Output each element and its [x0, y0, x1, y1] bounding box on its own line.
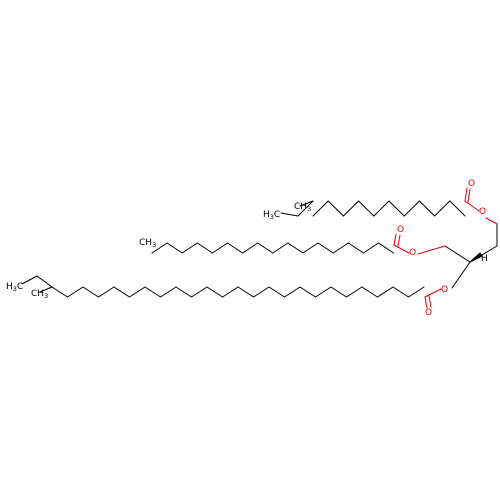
top-chain-3: [358, 200, 375, 217]
atom-methyl-mid: CH3: [139, 238, 156, 249]
atom-o-ester-top: O: [479, 207, 486, 217]
bond-o-top-to-ch2: [485, 217, 498, 225]
top-chain-8: [434, 200, 451, 217]
top-chain-7: [418, 200, 436, 217]
terminal-top-h: H: [263, 210, 270, 220]
bottom-chain-10: [206, 286, 223, 298]
methyl-top-sub: 3: [307, 205, 311, 213]
bottom-chain-8: [175, 286, 192, 298]
bond-bottom-o-to-carbonyl: [424, 288, 442, 298]
top-chain-2: [342, 200, 360, 217]
atom-o-ester-mid: O: [409, 248, 416, 258]
methyl-top-ch: CH: [294, 202, 307, 212]
atom-o-ester-bottom: O: [441, 285, 448, 295]
bottom-chain-9: [191, 286, 208, 298]
bottom-chain-0: [51, 286, 68, 298]
mid-chain-0: [151, 242, 168, 254]
bottom-chain-6: [144, 286, 161, 298]
atom-o-carbonyl-mid: O: [397, 225, 404, 235]
mid-chain-1: [166, 242, 183, 254]
bottom-chain-12: [237, 286, 254, 298]
bond-bottom-c-eq-o-b: [428, 295, 432, 308]
stereo-wedge: [469, 252, 483, 263]
bond-top-branch-methyl: [299, 200, 314, 207]
atom-o-carbonyl-bottom: O: [425, 308, 432, 318]
mid-chain-8: [272, 242, 289, 254]
mid-chain-14: [362, 242, 379, 254]
mid-chain-3: [196, 242, 213, 254]
mid-chain-9: [287, 242, 304, 254]
bond-mid-c-eq-o-a: [393, 233, 397, 246]
mid-chain-5: [227, 242, 244, 254]
terminal-bottom-h: H: [6, 282, 13, 292]
atom-methyl-top: CH3: [294, 202, 311, 213]
bottom-chain-14: [268, 286, 285, 298]
methyl-bottom-ch: CH: [31, 289, 44, 299]
mid-chain-11: [317, 242, 334, 254]
top-chain-5: [388, 200, 405, 217]
mid-chain-6: [242, 242, 259, 254]
terminal-top-sub: 3: [270, 213, 274, 221]
bond-bottom-branch-methyl: [39, 286, 53, 293]
bottom-chain-22: [392, 286, 409, 298]
top-chain-6: [403, 200, 420, 217]
bottom-chain-13: [253, 286, 270, 298]
bond-top-branch-ethyl: [297, 200, 314, 217]
top-chain-4: [373, 200, 390, 217]
bottom-chain-17: [315, 286, 332, 298]
atom-methyl-bottom: CH3: [31, 289, 48, 300]
bottom-chain-23: [408, 286, 425, 298]
atom-terminal-top: H3C: [263, 210, 280, 221]
bottom-chain-16: [299, 286, 316, 298]
methyl-mid-ch: CH: [139, 238, 152, 248]
bottom-chain-3: [98, 286, 115, 298]
bottom-chain-15: [284, 286, 301, 298]
atom-o-carbonyl-top: O: [468, 179, 475, 189]
bond-mid-o-to-carbonyl: [393, 244, 410, 254]
bottom-chain-4: [113, 286, 130, 298]
bond-top-c-eq-o-a: [464, 187, 468, 202]
top-chain-9: [449, 200, 466, 217]
atom-terminal-bottom: H3C: [6, 282, 23, 293]
top-chain-1: [327, 200, 344, 217]
bond-bottom-branch-ethyl: [36, 275, 53, 288]
bond-ch-to-ch2-mid: [444, 245, 471, 263]
bottom-chain-20: [361, 286, 378, 298]
bond-bottom-c-eq-o-a: [424, 296, 428, 309]
methyl-mid-sub: 3: [152, 241, 156, 249]
terminal-top-c: C: [274, 210, 280, 220]
top-chain-0: [312, 200, 329, 217]
bottom-chain-11: [222, 286, 239, 298]
mid-chain-7: [257, 242, 274, 254]
bond-ch2-mid-to-o: [417, 245, 446, 255]
terminal-bottom-sub: 3: [13, 285, 17, 293]
mid-chain-12: [332, 242, 349, 254]
bottom-chain-21: [377, 286, 394, 298]
bottom-chain-2: [82, 286, 99, 298]
bottom-chain-5: [129, 286, 146, 298]
bond-mid-c-eq-o-b: [397, 234, 401, 247]
bottom-chain-7: [160, 286, 177, 298]
bond-top-c-eq-o-b: [467, 188, 471, 203]
bond-top-o-to-carbonyl: [464, 200, 480, 212]
bond-top-ethyl-end: [280, 212, 299, 217]
terminal-bottom-c: C: [17, 282, 23, 292]
bond-ch-to-o-bottom: [451, 261, 471, 289]
mid-chain-15: [378, 242, 395, 254]
atom-stereo-h: H: [481, 254, 488, 264]
mid-chain-4: [211, 242, 228, 254]
bond-lines: [21, 187, 498, 309]
bond-bottom-ethyl-end: [21, 275, 38, 285]
bottom-chain-1: [67, 286, 84, 298]
mid-chain-13: [347, 242, 364, 254]
methyl-bottom-sub: 3: [44, 292, 48, 300]
mid-chain-2: [181, 242, 198, 254]
mid-chain-10: [302, 242, 319, 254]
bottom-chain-18: [330, 286, 347, 298]
bottom-chain-19: [346, 286, 363, 298]
